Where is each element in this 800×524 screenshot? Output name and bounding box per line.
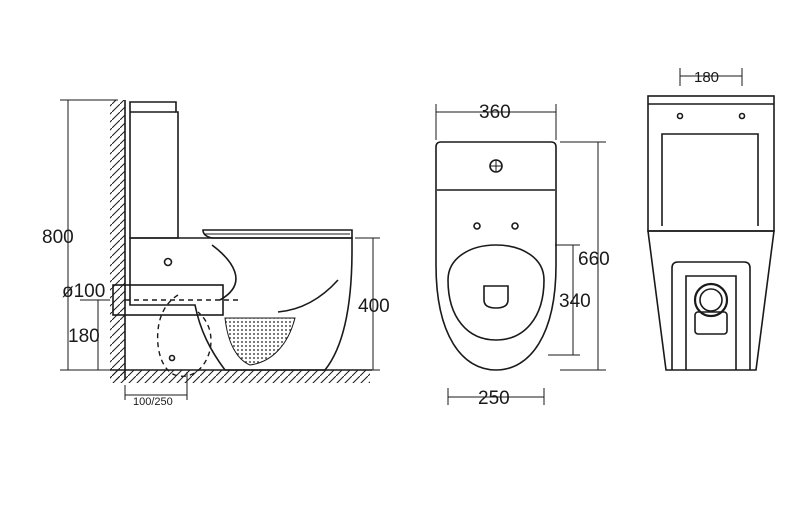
outlet-pipe xyxy=(112,284,224,316)
drain-outlet xyxy=(483,285,509,309)
seat-outline xyxy=(447,244,545,341)
rear-tank xyxy=(647,95,775,232)
wall-hatch xyxy=(110,100,125,380)
height-total-label: 800 xyxy=(42,227,74,248)
floor-hatch xyxy=(110,370,370,383)
length-total-label: 660 xyxy=(578,249,610,270)
pipe-diameter-label: ø100 xyxy=(62,281,105,302)
bowl-height-label: 400 xyxy=(358,296,390,317)
bowl-outline xyxy=(129,237,353,371)
trap-dashed xyxy=(156,294,212,377)
rear-view: 180 xyxy=(647,68,775,371)
tank-outline xyxy=(129,101,179,239)
rear-base xyxy=(647,230,775,371)
tank-width-label: 360 xyxy=(479,102,511,123)
outlet-offset-label: 100/250 xyxy=(133,396,173,408)
rear-outlet xyxy=(693,282,729,318)
top-outline xyxy=(435,141,557,371)
seat-length-label: 340 xyxy=(559,291,591,312)
outlet-height-label: 180 xyxy=(68,326,100,347)
side-fixing-hole xyxy=(163,257,173,267)
top-view: 360 660 340 250 xyxy=(435,102,610,409)
fixing-spacing-label: 180 xyxy=(694,69,719,86)
water-area xyxy=(224,317,296,366)
seat-lid xyxy=(202,229,353,239)
base-width-label: 250 xyxy=(478,388,510,409)
side-view: 800 ø100 180 400 100/250 xyxy=(42,99,390,408)
